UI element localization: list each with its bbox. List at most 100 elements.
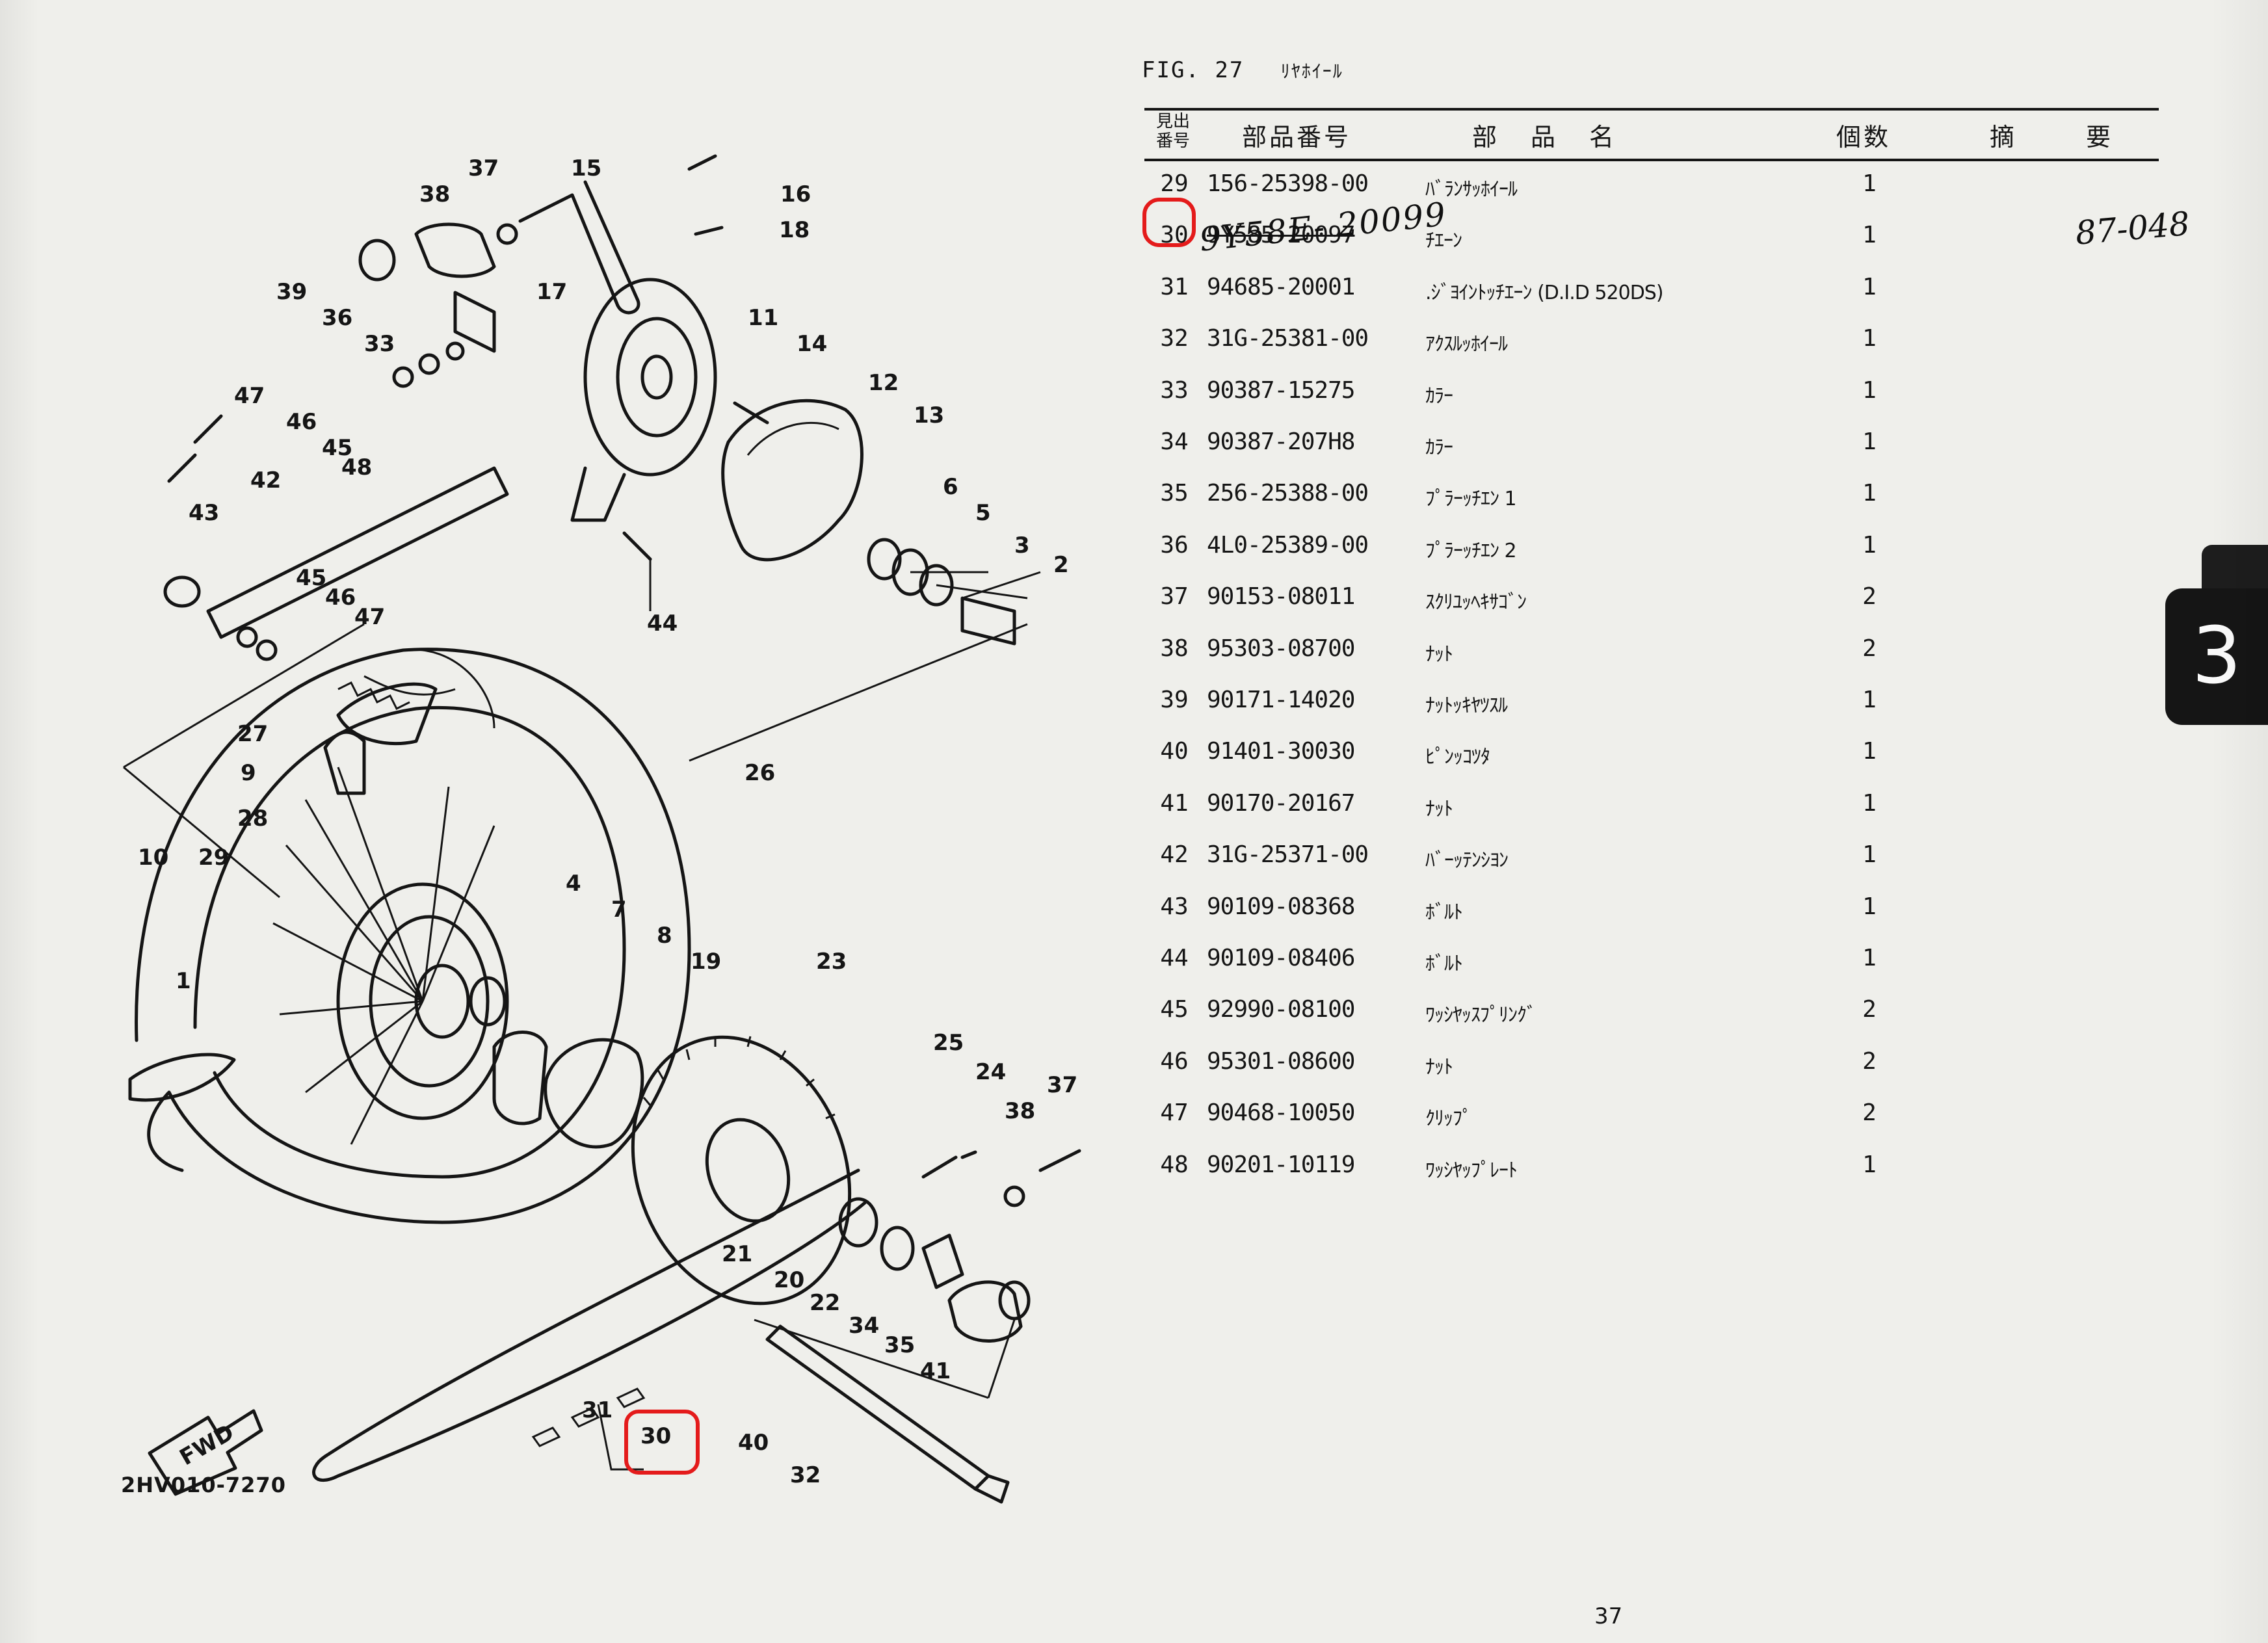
part-name-cell: ﾜｯｼﾔｯｽﾌﾟﾘﾝｸﾞ xyxy=(1425,1004,1536,1027)
quantity-cell: 2 xyxy=(1862,1099,1877,1127)
callout-label: 46 xyxy=(325,585,356,611)
table-row: 38 95303-08700 ﾅｯﾄ 2 xyxy=(1144,627,2159,673)
quantity-cell: 1 xyxy=(1862,531,1877,559)
callout-label: 7 xyxy=(611,897,627,923)
ref-cell: 35 xyxy=(1160,480,1189,507)
callout-label: 46 xyxy=(286,409,317,435)
part-number-cell: 4L0-25389-00 xyxy=(1207,531,1369,559)
callout-label: 43 xyxy=(189,500,219,526)
table-header-rule xyxy=(1144,159,2159,161)
part-name-cell: ｶﾗｰ xyxy=(1425,384,1453,408)
upper-hardware-drawing xyxy=(358,154,724,353)
callout-label: 48 xyxy=(341,454,372,480)
ref-cell: 37 xyxy=(1160,583,1189,611)
part-number-cell: 256-25388-00 xyxy=(1207,480,1369,507)
callout-label: 1 xyxy=(176,968,191,994)
part-name-cell: ﾎﾞﾙﾄ xyxy=(1425,953,1463,975)
part-number-cell: 9Y585-20097 xyxy=(1207,222,1355,249)
callout-label: 24 xyxy=(975,1059,1006,1085)
callout-label: 15 xyxy=(571,155,601,181)
callout-label: 39 xyxy=(276,279,307,305)
quantity-cell: 2 xyxy=(1862,635,1877,662)
header-part-number: 部品番号 xyxy=(1242,123,1352,151)
part-number-cell: 90201-10119 xyxy=(1207,1151,1355,1178)
part-number-cell: 90109-08406 xyxy=(1207,945,1355,971)
figure-number: FIG. 27 xyxy=(1142,57,1245,83)
part-name-cell: ｽｸﾘﾕｯﾍｷｻｺﾞﾝ xyxy=(1425,591,1527,614)
ref-cell: 36 xyxy=(1160,531,1189,559)
callout-label: 4 xyxy=(566,871,581,897)
callout-label: 44 xyxy=(647,611,678,637)
callout-label: 32 xyxy=(790,1462,821,1488)
callout-label: 27 xyxy=(237,721,268,747)
ref-cell: 44 xyxy=(1160,945,1189,971)
callout-label: 26 xyxy=(745,760,775,786)
callout-label: 21 xyxy=(722,1241,752,1267)
part-name-cell: ｶﾗｰ xyxy=(1425,436,1453,459)
callout-label: 12 xyxy=(868,370,899,396)
callout-label: 37 xyxy=(468,155,499,181)
part-name-cell: ﾊﾞﾗﾝｻｯﾎｲｰﾙ xyxy=(1425,178,1518,201)
callout-label: 23 xyxy=(816,949,847,975)
red-highlight-circle xyxy=(1142,198,1196,247)
callout-label: 11 xyxy=(748,305,778,331)
callout-label: 38 xyxy=(419,181,450,207)
part-number-cell: 92990-08100 xyxy=(1207,996,1355,1023)
ref-cell: 39 xyxy=(1160,687,1189,713)
chapter-tab[interactable]: 3 xyxy=(2165,588,2268,725)
part-name-cell: ﾎﾞﾙﾄ xyxy=(1425,900,1463,924)
tube-drawing xyxy=(128,682,438,1102)
part-name-cell: ﾌﾟﾗｰｯﾁｴﾝ 2 xyxy=(1425,539,1517,562)
ref-cell: 31 xyxy=(1160,273,1189,300)
figure-name: ﾘﾔﾎｲｰﾙ xyxy=(1280,60,1343,82)
ref-cell: 38 xyxy=(1160,635,1189,662)
part-name-cell: ｱｸｽﾙｯﾎｲｰﾙ xyxy=(1425,333,1508,356)
part-number-cell: 90109-08368 xyxy=(1207,893,1355,920)
drawing-code: 2HV010-7270 xyxy=(121,1473,286,1497)
quantity-cell: 1 xyxy=(1862,428,1877,455)
quantity-cell: 1 xyxy=(1862,273,1877,300)
callout-label: 34 xyxy=(849,1313,879,1339)
wheel-hub-drawing xyxy=(272,767,509,1145)
part-number-cell: 90387-15275 xyxy=(1207,376,1355,404)
quantity-cell: 1 xyxy=(1862,222,1877,249)
callout-label: 2 xyxy=(1053,552,1069,578)
part-name-cell: ﾊﾞｰｯﾃﾝｼﾖﾝ xyxy=(1425,849,1509,873)
part-name-cell: .ｼﾞﾖｲﾝﾄｯﾁｴｰﾝ (D.I.D 520DS) xyxy=(1425,281,1664,304)
quantity-cell: 2 xyxy=(1862,583,1877,611)
callout-label: 41 xyxy=(920,1358,951,1384)
part-number-cell: 94685-20001 xyxy=(1207,273,1355,300)
callout-label: 6 xyxy=(943,474,958,500)
ref-cell: 32 xyxy=(1160,325,1189,352)
table-row: 36 4L0-25389-00 ﾌﾟﾗｰｯﾁｴﾝ 2 1 xyxy=(1144,524,2159,570)
ref-cell: 46 xyxy=(1160,1047,1189,1075)
header-ref-no: 見出番号 xyxy=(1155,112,1190,151)
header-part-name: 部品名 xyxy=(1472,123,1648,151)
ref-cell: 41 xyxy=(1160,789,1189,817)
ref-cell: 48 xyxy=(1160,1151,1189,1178)
part-number-cell: 95303-08700 xyxy=(1207,635,1355,662)
quantity-cell: 1 xyxy=(1862,325,1877,352)
callout-label: 13 xyxy=(914,402,944,428)
callout-label: 35 xyxy=(884,1332,915,1358)
part-name-cell: ﾅｯﾄ xyxy=(1425,797,1453,821)
part-number-cell: 95301-08600 xyxy=(1207,1047,1355,1075)
callout-label: 8 xyxy=(657,923,672,949)
part-number-cell: 31G-25371-00 xyxy=(1207,841,1369,869)
part-name-cell: ﾅｯﾄ xyxy=(1425,1055,1453,1079)
part-number-cell: 90170-20167 xyxy=(1207,789,1355,817)
quantity-cell: 1 xyxy=(1862,841,1877,869)
part-name-cell: ﾅｯﾄ xyxy=(1425,642,1453,666)
part-name-cell: ﾋﾟﾝｯｺﾂﾀ xyxy=(1425,746,1490,769)
rear-wheel-exploded-diagram: FWD 1 2 3 4 5 6 7 8 9 10 11 12 13 14 15 … xyxy=(123,154,1081,1504)
quantity-cell: 2 xyxy=(1862,996,1877,1023)
